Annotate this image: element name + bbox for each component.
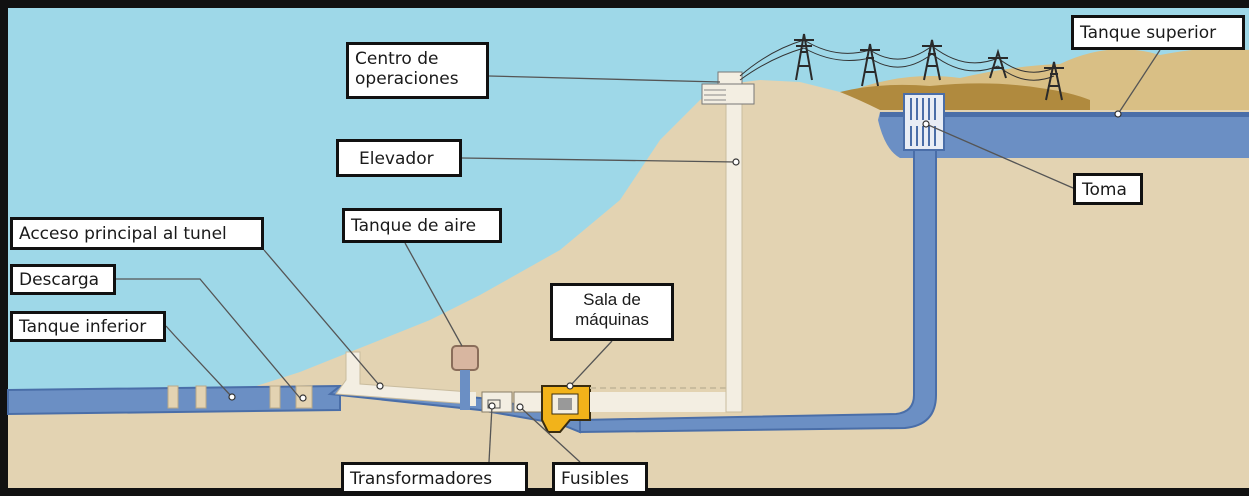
transformer-box-1 bbox=[481, 391, 513, 413]
label-tanque-superior: Tanque superior bbox=[1071, 15, 1245, 50]
label-tanque-inferior: Tanque inferior bbox=[10, 311, 166, 342]
label-sala-line1: Sala de bbox=[583, 290, 641, 309]
leader-dots bbox=[228, 110, 1122, 411]
label-tanque-de-aire: Tanque de aire bbox=[342, 208, 502, 243]
label-centro-line1: Centro de bbox=[355, 49, 439, 69]
label-sala-de-maquinas: Sala de máquinas bbox=[550, 283, 674, 341]
label-fusibles: Fusibles bbox=[552, 462, 648, 494]
leader-lines bbox=[116, 49, 1161, 463]
label-toma: Toma bbox=[1073, 173, 1143, 205]
label-centro-de-operaciones: Centro de operaciones bbox=[346, 42, 489, 99]
air-tank bbox=[451, 345, 479, 371]
label-elevador: Elevador bbox=[336, 139, 462, 177]
power-lines bbox=[739, 39, 1055, 81]
upper-reservoir bbox=[878, 112, 1249, 158]
hill-top bbox=[840, 83, 1090, 112]
operations-building bbox=[701, 83, 755, 105]
label-descarga: Descarga bbox=[10, 264, 116, 295]
label-sala-line2: máquinas bbox=[575, 310, 649, 329]
transmission-tower bbox=[794, 33, 1064, 101]
elevator-shaft bbox=[725, 87, 743, 413]
label-acceso-principal: Acceso principal al tunel bbox=[10, 217, 264, 250]
label-centro-line2: operaciones bbox=[355, 69, 459, 89]
label-transformadores: Transformadores bbox=[341, 462, 528, 494]
gallery bbox=[590, 392, 730, 412]
